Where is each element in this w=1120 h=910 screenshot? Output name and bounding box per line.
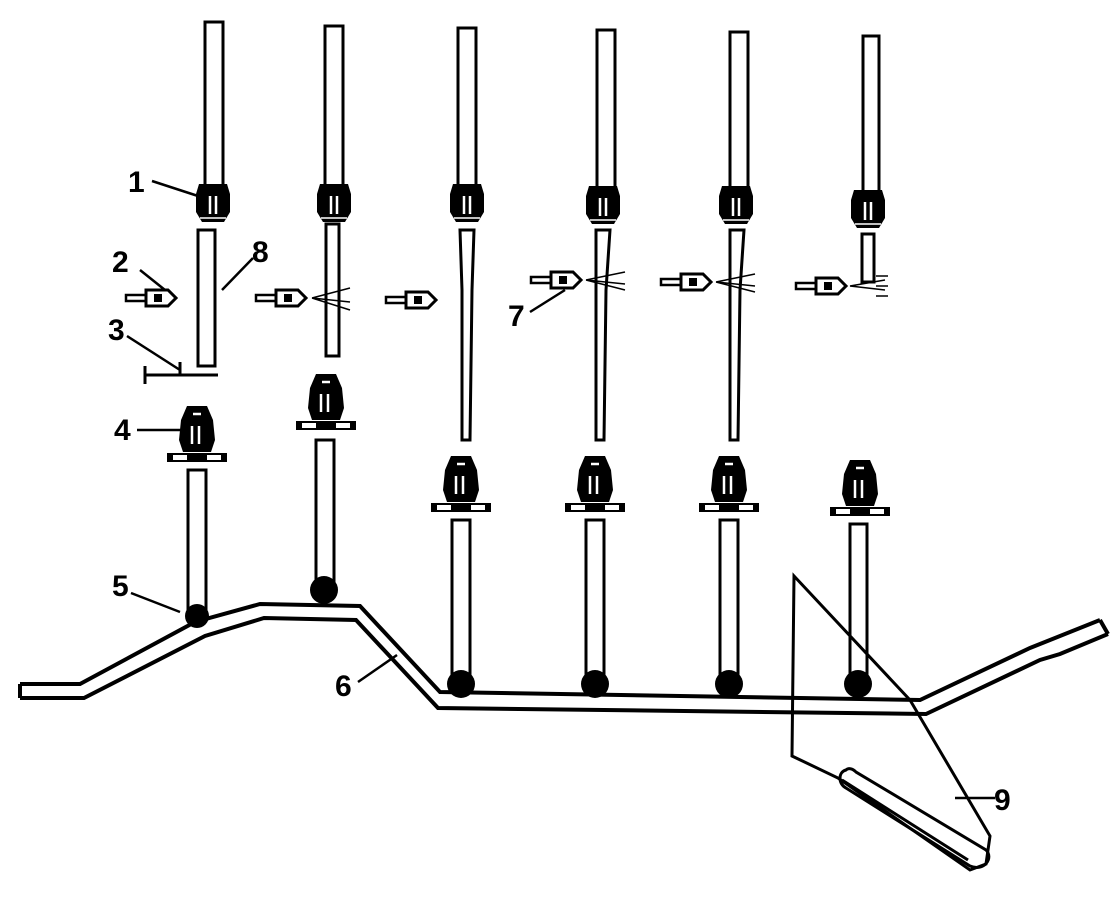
needle-column-1 — [124, 20, 232, 628]
needle-column-4 — [529, 28, 627, 698]
callout-1: 1 — [128, 166, 145, 199]
callout-3: 3 — [108, 314, 125, 347]
callout-8: 8 — [252, 236, 269, 269]
callout-7: 7 — [508, 300, 525, 333]
cam-track — [18, 601, 1110, 717]
callout-2: 2 — [112, 246, 129, 279]
callout-9: 9 — [994, 784, 1011, 817]
needle-column-3 — [429, 26, 493, 698]
needle-column-2 — [254, 24, 438, 604]
callout-5: 5 — [112, 570, 129, 603]
callout-4: 4 — [114, 414, 131, 447]
needle-column-5 — [659, 30, 761, 698]
callout-labels: 1 2 3 4 5 6 7 8 9 — [108, 166, 1011, 817]
raising-cam-plate — [790, 572, 992, 872]
callout-leaders — [126, 179, 995, 800]
callout-6: 6 — [335, 670, 352, 703]
needle-column-6 — [794, 34, 892, 698]
